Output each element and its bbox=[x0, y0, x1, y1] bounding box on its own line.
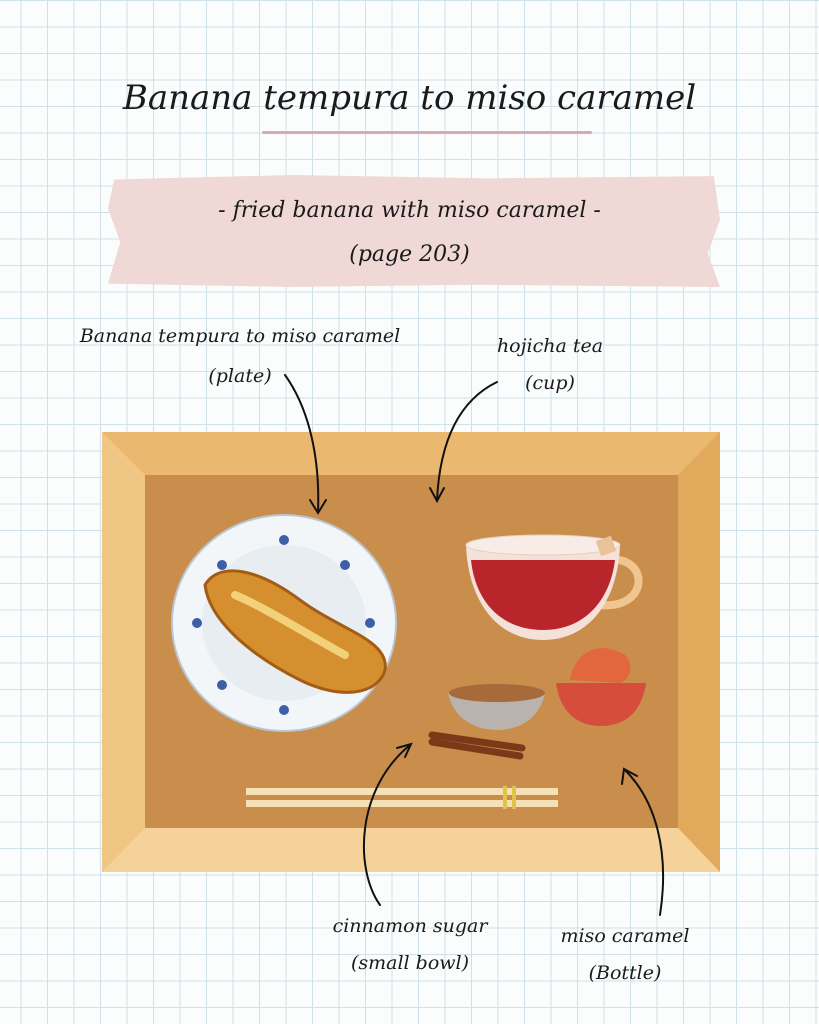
arrow-to-cinnamon bbox=[362, 744, 411, 906]
bottle-vessel-label: (Bottle) bbox=[588, 962, 662, 984]
miso-caramel-bowl bbox=[556, 648, 646, 726]
page-title: Banana tempura to miso caramel bbox=[122, 78, 697, 118]
title-underline bbox=[262, 131, 592, 134]
plate-vessel-label: (plate) bbox=[208, 365, 272, 387]
small-bowl-vessel-label: (small bowl) bbox=[350, 952, 470, 974]
chopsticks bbox=[246, 786, 558, 809]
plate bbox=[171, 514, 397, 732]
cinnamon-sugar-bowl bbox=[428, 684, 545, 760]
plate-label: Banana tempura to miso caramel bbox=[79, 325, 401, 347]
small-bowl-label: cinnamon sugar bbox=[332, 915, 488, 937]
annotation-arrows bbox=[284, 374, 665, 916]
tape-banner bbox=[108, 175, 720, 287]
bottle-label: miso caramel bbox=[560, 925, 690, 947]
cup-label: hojicha tea bbox=[496, 335, 604, 357]
cup-vessel-label: (cup) bbox=[525, 372, 575, 394]
banner-page-reference: (page 203) bbox=[349, 242, 470, 267]
banner-subtitle: - fried banana with miso caramel - bbox=[218, 198, 601, 223]
arrow-to-plate bbox=[284, 374, 320, 513]
tea-cup bbox=[465, 534, 643, 640]
arrow-to-miso bbox=[624, 769, 665, 916]
arrow-to-cup bbox=[436, 381, 498, 501]
